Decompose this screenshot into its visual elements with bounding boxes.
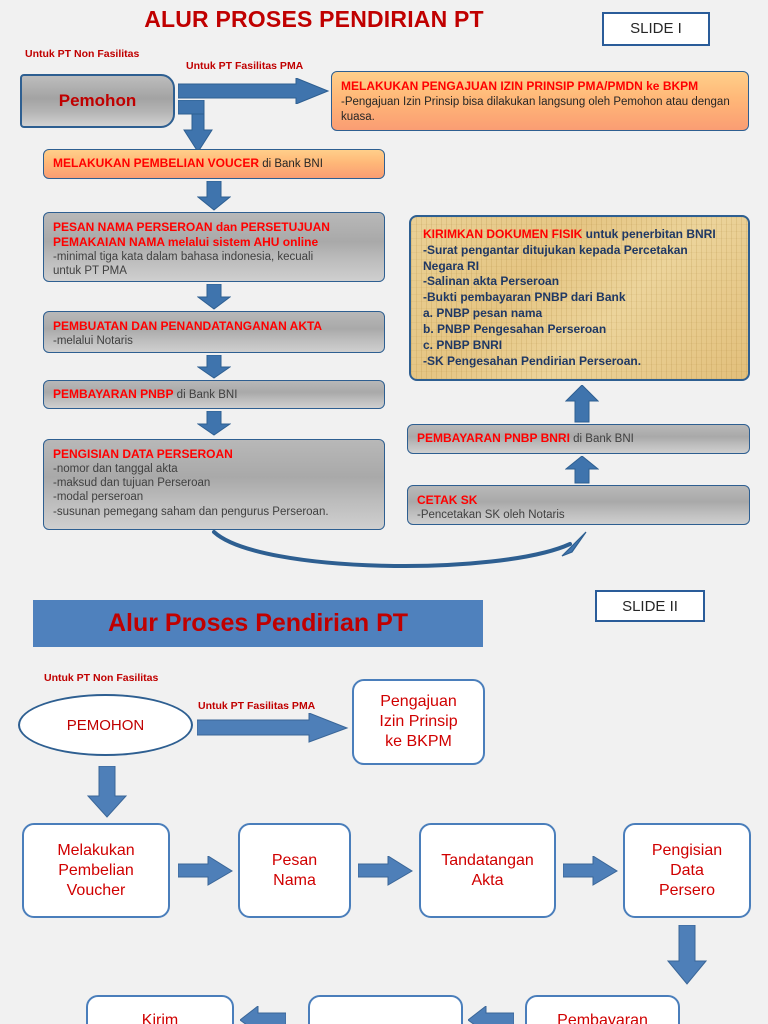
pengisian-box[interactable]: PENGISIAN DATA PERSEROAN -nomor dan tang…	[43, 439, 385, 530]
arrow-akta-to-pnbp	[197, 355, 231, 379]
pemohon-oval[interactable]: PEMOHON	[18, 694, 193, 756]
pengisian-item: -susunan pemegang saham dan pengurus Per…	[53, 505, 329, 518]
kirim-dokumen-item: a. PNBP pesan nama	[423, 306, 543, 321]
pengajuan-line: ke BKPM	[385, 733, 452, 750]
pesan-nama-body-1: -minimal tiga kata dalam bahasa indonesi…	[53, 250, 314, 263]
slide1-tag: SLIDE I	[602, 12, 710, 46]
arrow-up-cetak-sk-to-pnbp-bnri	[565, 456, 599, 484]
arrow-pengisian-to-pembayaran	[667, 925, 707, 985]
arrow-up-pnbp-bnri-to-kirim	[565, 385, 599, 423]
kirim-dokumen-item: -SK Pengesahan Pendirian Perseroan.	[423, 353, 642, 368]
voucer-heading: MELAKUKAN PEMBELIAN VOUCER	[53, 156, 260, 170]
izin-prinsip-heading: MELAKUKAN PENGAJUAN IZIN PRINSIP PMA/PMD…	[341, 79, 699, 93]
row2-line: Kirim	[141, 1012, 179, 1024]
row1-box-tandatangan-akta[interactable]: Tandatangan Akta	[419, 823, 556, 918]
pengajuan-izin-prinsip-box[interactable]: Pengajuan Izin Prinsip ke BKPM	[352, 679, 485, 765]
row1-line: Tandatangan	[441, 851, 534, 869]
slide2-tag: SLIDE II	[595, 590, 705, 622]
arrow-pemohon-to-voucer	[178, 100, 213, 153]
pengisian-item: -modal perseroan	[53, 491, 144, 504]
kirim-dokumen-heading-tail: untuk penerbitan BNRI	[582, 227, 716, 241]
pnbp-box[interactable]: PEMBAYARAN PNBP di Bank BNI	[43, 380, 385, 409]
pengisian-item: -maksud dan tujuan Perseroan	[53, 477, 211, 490]
pengajuan-line: Pengajuan	[380, 693, 457, 710]
kirim-dokumen-item: c. PNBP BNRI	[423, 337, 503, 352]
row1-line: Voucher	[66, 881, 126, 899]
row2-line: Pembayaran	[557, 1012, 648, 1024]
pengisian-heading: PENGISIAN DATA PERSEROAN	[53, 447, 233, 461]
cetak-sk-heading: CETAK SK	[417, 493, 478, 507]
arrow-pemohon-to-pembelian	[87, 766, 127, 818]
kirim-dokumen-item: -Bukti pembayaran PNBP dari Bank	[423, 290, 626, 305]
arrow-pemohon-to-izin-prinsip	[178, 78, 330, 104]
arrow-voucer-to-pesan-nama	[197, 181, 231, 211]
row1-line: Nama	[273, 871, 316, 889]
akta-box[interactable]: PEMBUATAN DAN PENANDATANGANAN AKTA -mela…	[43, 311, 385, 353]
izin-prinsip-body: -Pengajuan Izin Prinsip bisa dilakukan l…	[341, 95, 730, 123]
pnbp-tail: di Bank BNI	[173, 389, 238, 401]
arrow-pembelian-to-pesan-nama	[178, 856, 233, 886]
izin-prinsip-box[interactable]: MELAKUKAN PENGAJUAN IZIN PRINSIP PMA/PMD…	[331, 71, 749, 132]
kirim-dokumen-item: Negara RI	[423, 258, 480, 273]
kirim-dokumen-heading: KIRIMKAN DOKUMEN FISIK	[423, 227, 583, 241]
voucer-box[interactable]: MELAKUKAN PEMBELIAN VOUCER di Bank BNI	[43, 149, 385, 179]
row1-line: Melakukan	[57, 841, 135, 859]
pesan-nama-body-2: untuk PT PMA	[53, 265, 127, 277]
arrow-left-to-middle	[468, 1006, 514, 1024]
pesan-nama-heading-1: PESAN NAMA PERSEROAN dan PERSETUJUAN	[53, 220, 330, 234]
row1-box-pesan-nama[interactable]: Pesan Nama	[238, 823, 351, 918]
row1-line: Pembelian	[58, 861, 134, 879]
arrow-pnbp-to-pengisian	[197, 411, 231, 436]
row1-line: Pesan	[271, 851, 318, 869]
pesan-nama-heading-2: PEMAKAIAN NAMA melalui sistem AHU online	[53, 234, 319, 249]
row2-box-pembayaran[interactable]: Pembayaran	[525, 995, 680, 1024]
slide1-title: ALUR PROSES PENDIRIAN PT	[144, 6, 484, 32]
akta-body: -melalui Notaris	[53, 334, 133, 347]
cetak-sk-body: -Pencetakan SK oleh Notaris	[417, 508, 565, 521]
arrow-pemohon-to-pengajuan	[197, 713, 349, 743]
pnbp-heading: PEMBAYARAN PNBP	[53, 387, 174, 401]
arrow-pesan-nama-to-akta	[197, 284, 231, 310]
caption-non-fasilitas-1: Untuk PT Non Fasilitas	[25, 48, 140, 60]
slide2-title: Alur Proses Pendirian PT	[107, 609, 409, 637]
pengajuan-line: Izin Prinsip	[379, 713, 458, 730]
row2-box-kirim[interactable]: Kirim	[86, 995, 234, 1024]
arrow-left-to-kirim	[240, 1006, 286, 1024]
pnbp-bnri-box[interactable]: PEMBAYARAN PNBP BNRI di Bank BNI	[407, 424, 750, 454]
pnbp-bnri-tail: di Bank BNI	[569, 433, 634, 445]
kirim-dokumen-item: b. PNBP Pengesahan Perseroan	[423, 321, 607, 336]
row1-line: Persero	[658, 881, 716, 899]
row1-line: Akta	[471, 871, 504, 889]
kirim-dokumen-item: -Salinan akta Perseroan	[423, 274, 560, 289]
kirim-dokumen-item: -Surat pengantar ditujukan kepada Percet…	[423, 242, 688, 257]
slide2-title-bar: Alur Proses Pendirian PT	[33, 600, 483, 647]
row1-line: Pengisian	[651, 841, 723, 859]
arrow-tandatangan-to-pengisian	[563, 856, 618, 886]
row1-box-pengisian-data[interactable]: Pengisian Data Persero	[623, 823, 751, 918]
caption-fasilitas-pma-1: Untuk PT Fasilitas PMA	[186, 60, 304, 72]
pesan-nama-box[interactable]: PESAN NAMA PERSEROAN dan PERSETUJUAN PEM…	[43, 212, 385, 282]
row2-box-middle[interactable]	[308, 995, 463, 1024]
pengisian-item: -nomor dan tanggal akta	[53, 462, 178, 475]
caption-fasilitas-pma-2: Untuk PT Fasilitas PMA	[198, 700, 316, 712]
kirim-dokumen-box[interactable]: KIRIMKAN DOKUMEN FISIK untuk penerbitan …	[409, 215, 750, 381]
arrow-pesan-nama-to-tandatangan	[358, 856, 413, 886]
cetak-sk-box[interactable]: CETAK SK -Pencetakan SK oleh Notaris	[407, 485, 750, 525]
akta-heading: PEMBUATAN DAN PENANDATANGANAN AKTA	[53, 319, 323, 333]
pnbp-bnri-heading: PEMBAYARAN PNBP BNRI	[417, 431, 570, 445]
pemohon-box[interactable]: Pemohon	[20, 74, 175, 128]
arrow-curved-pengisian-to-cetak-sk	[212, 530, 587, 568]
voucer-tail: di Bank BNI	[259, 158, 323, 170]
caption-non-fasilitas-2: Untuk PT Non Fasilitas	[44, 672, 159, 684]
row1-box-pembelian-voucher[interactable]: Melakukan Pembelian Voucher	[22, 823, 170, 918]
row1-line: Data	[670, 861, 704, 879]
